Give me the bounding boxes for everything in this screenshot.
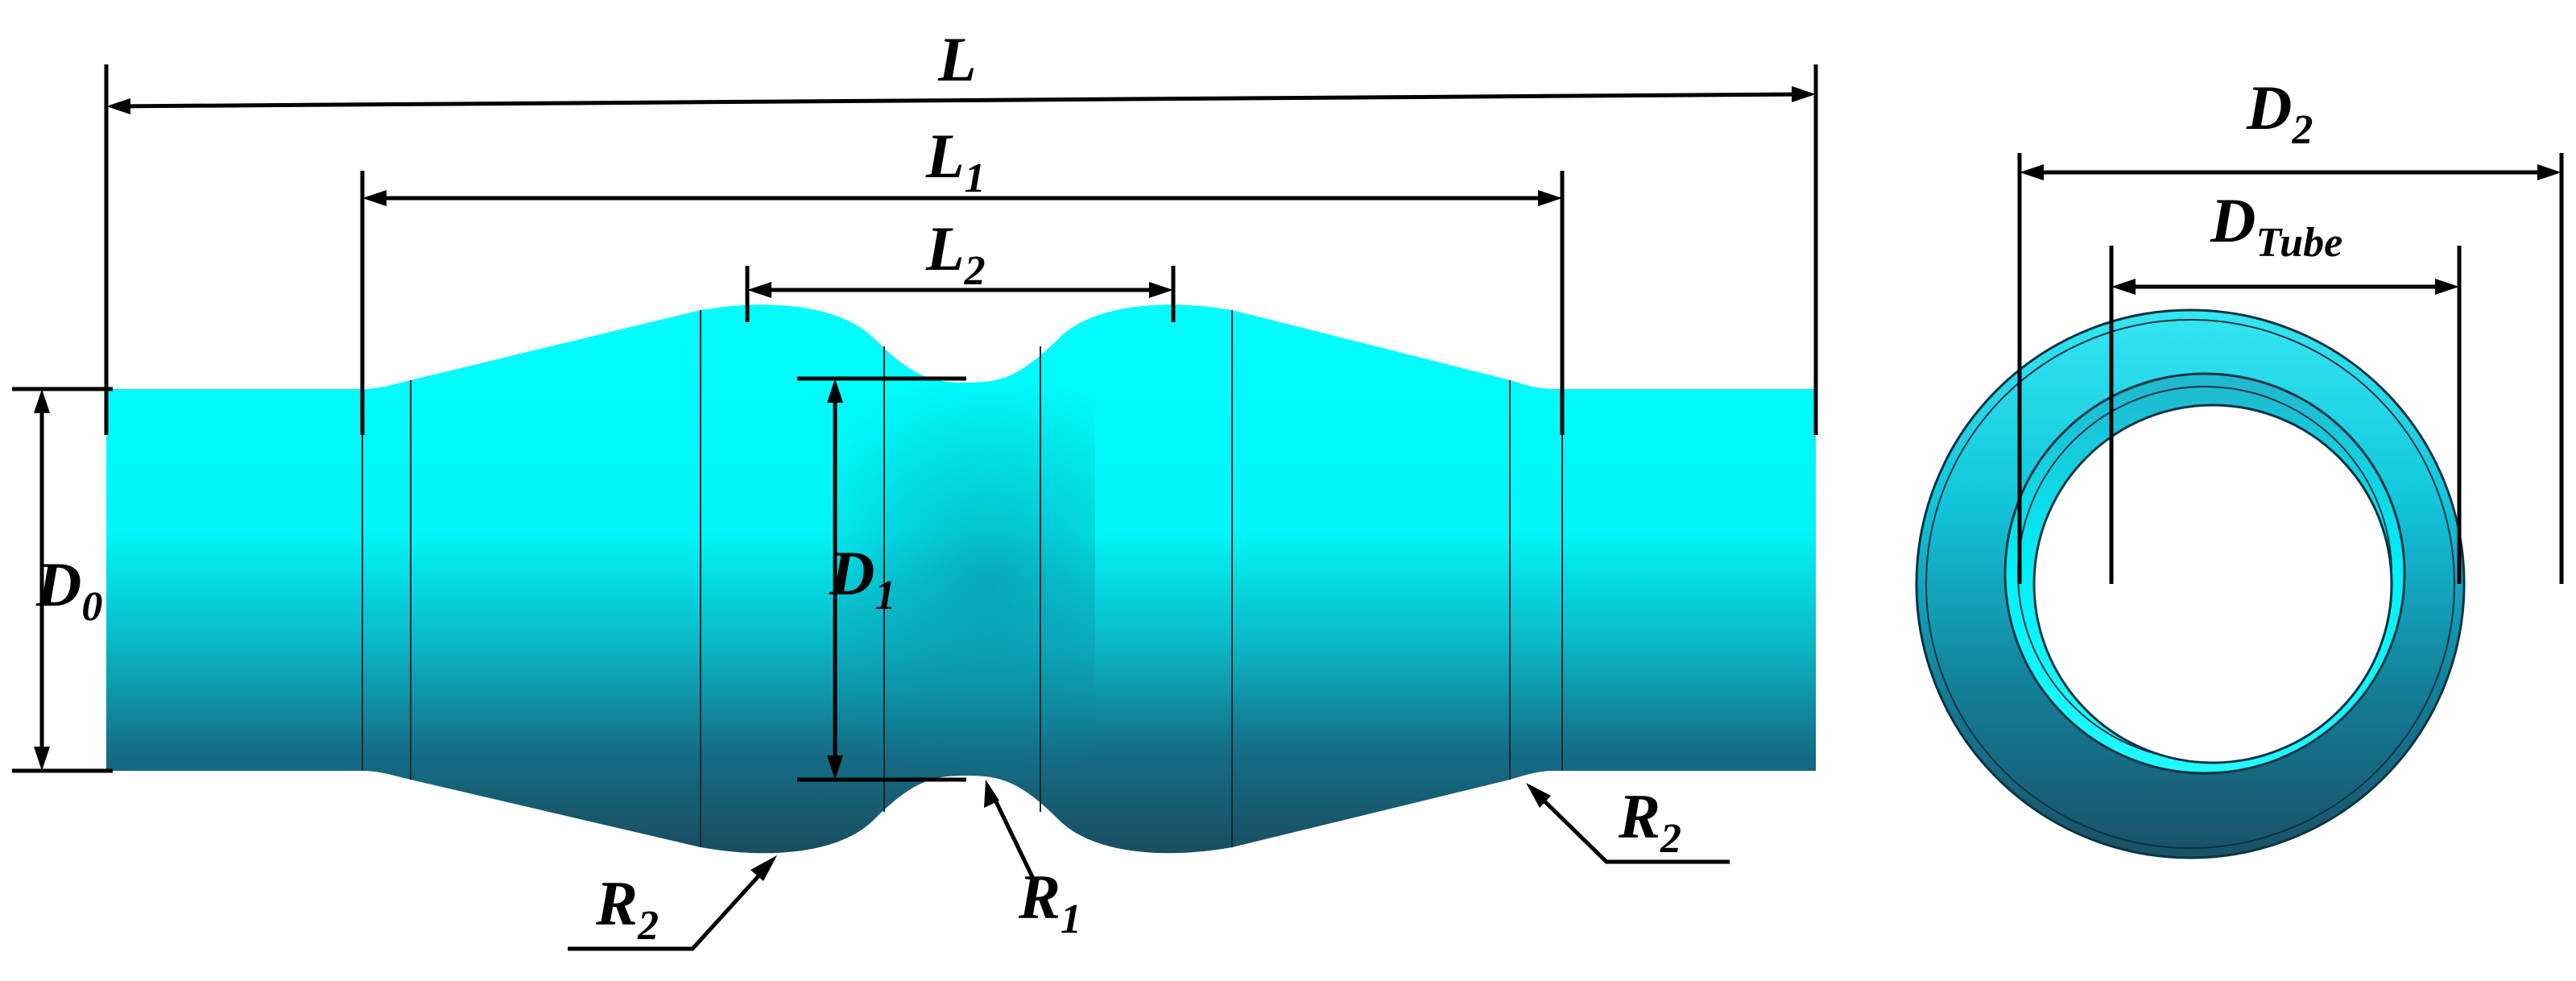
cross-section-arrows (2020, 164, 2562, 295)
label-D2: D2 (2246, 72, 2313, 153)
label-R2-right: R2 (1618, 781, 1681, 862)
label-L2: L2 (925, 213, 986, 294)
label-R1: R1 (1018, 862, 1081, 942)
label-D1: D1 (829, 538, 895, 619)
tube-cross-section (1915, 308, 2466, 859)
label-L: L (937, 24, 977, 94)
tube-side-view (106, 304, 1816, 854)
label-DTube: DTube (2210, 185, 2342, 266)
neck-shading (837, 380, 1095, 805)
radius-arrows (750, 780, 1551, 881)
dimension-arrows (34, 86, 1816, 780)
section-seams (362, 310, 1563, 847)
label-L1: L1 (925, 121, 986, 201)
dimension-lines (12, 64, 1818, 782)
label-R2-left: R2 (595, 868, 659, 949)
bore (2032, 404, 2393, 764)
outer-ring-edge (1925, 319, 2455, 849)
cross-section-dimensions (2017, 153, 2564, 584)
label-D0: D0 (35, 549, 102, 630)
radius-leaders (568, 788, 1730, 951)
